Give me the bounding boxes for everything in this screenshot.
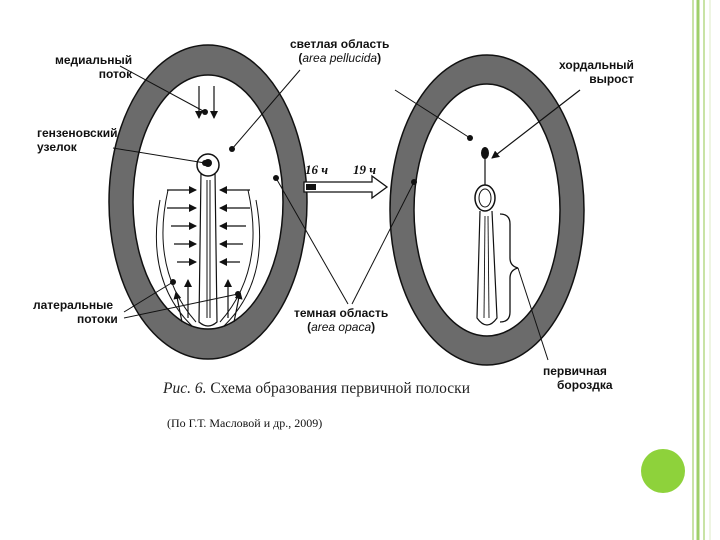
label-area-pellucida-latin: area pellucida (302, 51, 378, 65)
figure-caption-text: Схема образования первичной полоски (206, 380, 470, 397)
label-primitive-groove-line1: первичная (543, 364, 607, 378)
label-area-pellucida-close: ) (377, 51, 382, 65)
label-lateral-streams-line1: латеральные (33, 298, 114, 312)
slide-border-decoration (690, 0, 720, 540)
label-lateral-streams-line2: потоки (77, 312, 118, 326)
left-primitive-streak (198, 171, 218, 327)
label-area-opaca-latin: area opaca (311, 320, 372, 334)
label-medial-stream: медиальный поток (55, 53, 132, 81)
time-start-label: 16 ч (305, 162, 329, 177)
label-area-opaca-close: ) (371, 320, 376, 334)
label-medial-stream-line1: медиальный (55, 53, 133, 67)
label-lateral-streams: латеральные потоки (33, 298, 118, 326)
green-circle-decoration (641, 449, 685, 493)
source-citation: (По Г.Т. Масловой и др., 2009) (167, 416, 323, 430)
primitive-streak-diagram (108, 44, 585, 366)
time-arrow (303, 174, 389, 200)
label-area-pellucida-line1: светлая область (290, 37, 390, 51)
label-hensen-node-line1: гензеновский (37, 126, 118, 140)
label-notochord-process: хордальный вырост (559, 58, 634, 86)
left-area-pellucida (132, 74, 284, 330)
label-hensen-node: гензеновский узелок (37, 126, 118, 154)
figure-caption-prefix: Рис. 6. (163, 380, 207, 397)
label-area-opaca-open: ( (307, 320, 312, 334)
right-primitive-streak (476, 210, 498, 326)
label-primitive-groove-line2: бороздка (557, 378, 613, 392)
label-area-pellucida-line2: (area pellucida) (290, 51, 389, 65)
time-end-label: 19 ч (353, 162, 377, 177)
label-hensen-node-line2: узелок (37, 140, 77, 154)
figure-caption: Рис. 6. Схема образования первичной поло… (163, 380, 523, 398)
right-embryo (351, 54, 585, 366)
label-area-opaca-line1: темная область (294, 306, 389, 320)
left-embryo (108, 44, 349, 360)
label-area-opaca-line2: (area opaca) (294, 320, 388, 334)
label-area-pellucida: светлая область (area pellucida) (290, 37, 389, 65)
label-notochord-process-line2: вырост (589, 72, 634, 86)
label-primitive-groove: первичная бороздка (543, 364, 613, 392)
label-area-opaca: темная область (area opaca) (294, 306, 388, 334)
label-notochord-process-line1: хордальный (559, 58, 634, 72)
label-area-pellucida-open: ( (298, 51, 303, 65)
label-medial-stream-line2: поток (98, 67, 133, 81)
